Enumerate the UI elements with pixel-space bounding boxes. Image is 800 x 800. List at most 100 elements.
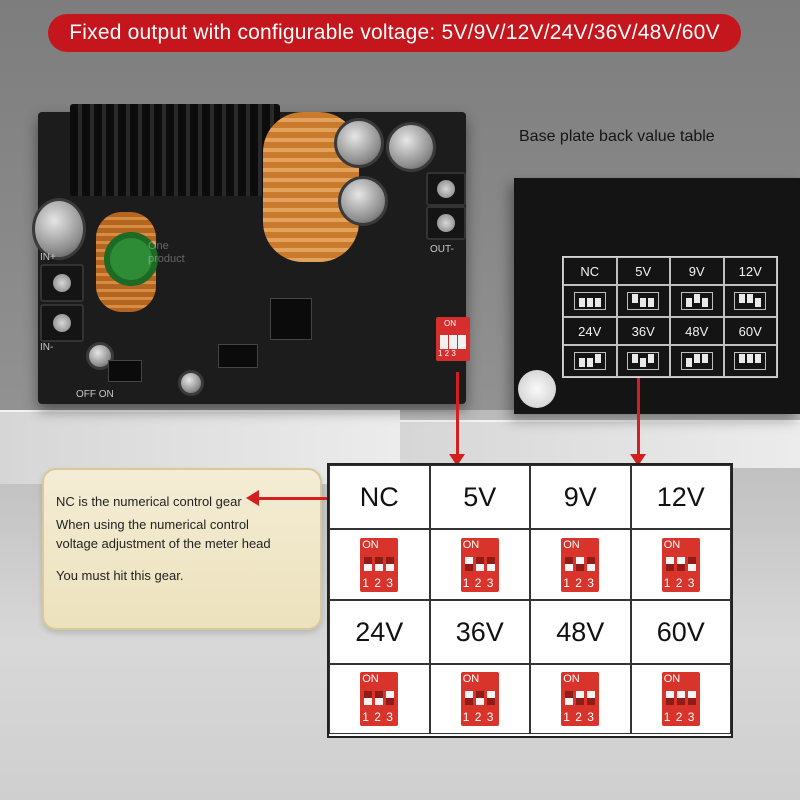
mini-table-label: 60V <box>723 317 777 345</box>
mini-dip-lever <box>578 298 585 307</box>
dip-switch-lever <box>364 691 373 705</box>
table-voltage-label: 12V <box>630 465 731 529</box>
dip-on-label: ON <box>663 673 681 685</box>
silkscreen-in-plus: IN+ <box>40 252 56 263</box>
dip-switch-lever <box>475 556 484 571</box>
mini-table-switch-cell <box>616 285 670 317</box>
mini-dip-icon <box>734 292 767 310</box>
output-terminal <box>426 206 466 240</box>
dip-switch-lever <box>665 556 674 571</box>
table-voltage-label: 60V <box>630 600 731 664</box>
dip-switch-lever <box>687 691 696 705</box>
input-terminal <box>40 264 84 302</box>
ic-chip <box>108 360 142 382</box>
table-switch-cell: ON 1 2 3 <box>329 529 430 600</box>
note-line-1: NC is the numerical control gear <box>56 494 242 509</box>
mini-dip-icon <box>734 352 767 370</box>
dip-switch-lever <box>587 556 596 571</box>
mini-table-switch-cell <box>723 285 777 317</box>
dip-switch-lever <box>576 691 585 705</box>
dip-numbers: 1 2 3 <box>462 575 495 590</box>
watermark: One product <box>148 240 185 265</box>
mini-dip-lever <box>701 354 708 363</box>
capacitor <box>334 118 384 168</box>
dip-switch-lever <box>676 691 685 705</box>
capacitor <box>338 176 388 226</box>
capacitor <box>386 122 436 172</box>
mini-dip-icon <box>573 292 606 310</box>
arrow-board-to-table <box>449 372 465 466</box>
mini-dip-lever <box>586 358 593 367</box>
mini-dip-lever <box>747 354 754 363</box>
ferrite-ring <box>104 232 158 286</box>
dip-on-label: ON <box>362 538 379 551</box>
mini-dip-lever <box>648 354 655 363</box>
dip-numbers: 1 2 3 <box>663 710 696 724</box>
mini-dip-icon <box>627 292 660 310</box>
table-voltage-label: 9V <box>530 465 631 529</box>
dip-switch-icon: ON 1 2 3 <box>360 537 399 592</box>
arrow-note-to-nc <box>246 490 328 506</box>
dip-switch-icon: ON 1 2 3 <box>661 672 700 726</box>
mini-dip-lever <box>747 294 754 303</box>
dip-switch-lever <box>565 691 574 705</box>
silkscreen-in-minus: IN- <box>40 342 54 353</box>
note-line-2: When using the numerical control <box>56 517 249 532</box>
capacitor <box>178 370 204 396</box>
mini-table-label: 24V <box>563 317 617 345</box>
dip-switch-lever <box>565 556 574 571</box>
dip-numbers: 1 2 3 <box>663 575 696 590</box>
mini-dip-lever <box>640 298 647 307</box>
input-terminal <box>40 304 84 342</box>
silkscreen-out-minus: OUT- <box>430 244 454 255</box>
mini-dip-lever <box>578 358 585 367</box>
mini-table-label: 48V <box>670 317 724 345</box>
mini-dip-icon <box>627 352 660 370</box>
mini-table-label: 9V <box>670 257 724 285</box>
table-voltage-label: 48V <box>530 600 631 664</box>
converter-board-photo: IN+ IN- OUT- OFF ON One product ON 1 2 3 <box>32 104 470 404</box>
mini-dip-lever <box>685 298 692 307</box>
note-line-4: You must hit this gear. <box>56 568 184 583</box>
mini-dip-lever <box>693 354 700 363</box>
mini-dip-lever <box>693 294 700 303</box>
dip-numbers: 1 2 3 <box>362 575 394 590</box>
mini-table-label: NC <box>563 257 617 285</box>
dip-switch-lever <box>486 556 495 571</box>
dip-switch-lever <box>464 556 473 571</box>
mini-table-switch-cell <box>670 285 724 317</box>
dip-numbers: 1 2 3 <box>462 710 495 724</box>
dip-switch-lever <box>687 556 696 571</box>
dip-switch-lever <box>475 691 484 705</box>
mini-dip-lever <box>632 294 639 303</box>
dip-switch-lever <box>665 691 674 705</box>
mini-dip-lever <box>739 294 746 303</box>
board-dip-switch: ON 1 2 3 <box>436 317 470 361</box>
mini-dip-lever <box>755 298 762 307</box>
mini-table-label: 36V <box>616 317 670 345</box>
board-dip-numbers: 1 2 3 <box>438 349 456 358</box>
arrow-plate-to-table <box>630 378 646 466</box>
mini-table-switch-cell <box>563 345 617 377</box>
dip-switch-lever <box>364 556 373 571</box>
capacitor <box>32 198 86 260</box>
mini-dip-lever <box>755 354 762 363</box>
dip-switch-lever <box>587 691 596 705</box>
mini-dip-lever <box>648 298 655 307</box>
mini-dip-lever <box>739 354 746 363</box>
dip-numbers: 1 2 3 <box>362 710 394 724</box>
mini-dip-lever <box>685 358 692 367</box>
dip-switch-lever <box>576 556 585 571</box>
table-voltage-label: 5V <box>429 465 530 529</box>
dip-switch-lever <box>676 556 685 571</box>
note-line-3: voltage adjustment of the meter head <box>56 536 271 551</box>
dip-on-label: ON <box>563 673 580 685</box>
dip-switch-lever <box>386 691 395 705</box>
